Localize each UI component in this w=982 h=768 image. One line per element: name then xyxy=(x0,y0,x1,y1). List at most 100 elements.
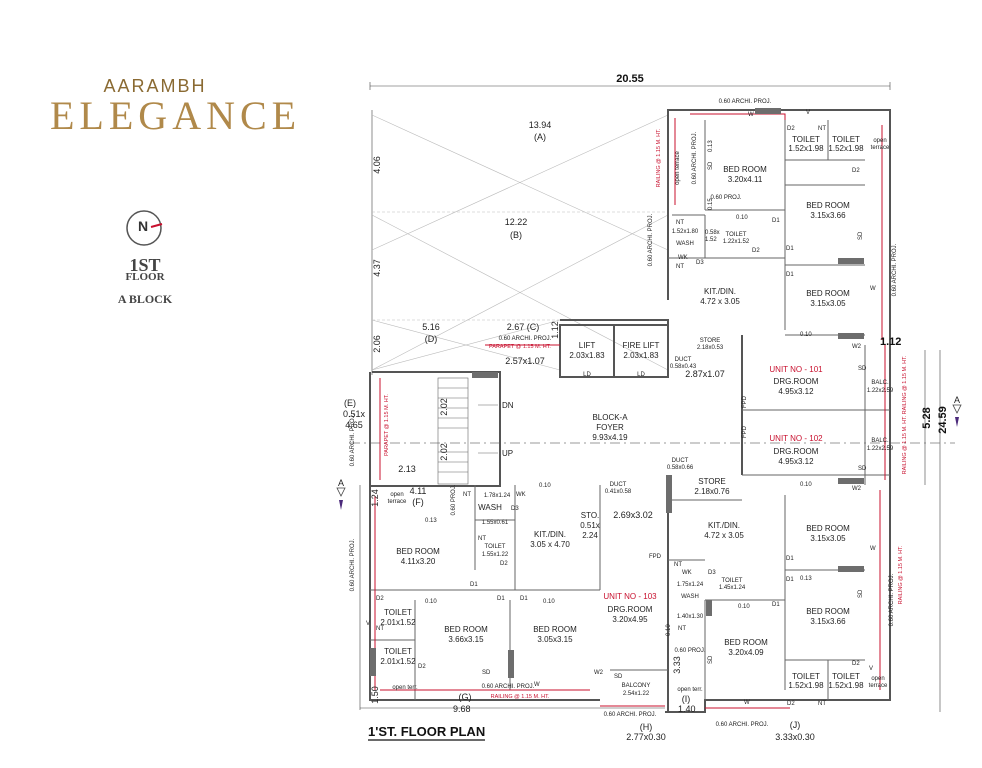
e-label: (E) xyxy=(344,398,356,408)
brand-line-1: AARAMBH xyxy=(103,76,207,96)
u103-bed2-name: BED ROOM xyxy=(444,625,488,634)
u103-balcony-size: 2.54x1.22 xyxy=(623,691,650,697)
u101-wash-name: WASH xyxy=(676,241,694,247)
duct-left-name: DUCT xyxy=(610,482,627,488)
open-d-width: 5.16 xyxy=(422,322,440,332)
section-a-right: A xyxy=(954,395,960,405)
open-d-label: (D) xyxy=(425,334,438,344)
u103-bed2-size: 3.66x3.15 xyxy=(448,635,484,644)
floor-number: 1ST xyxy=(129,255,161,275)
u103-bed1-name: BED ROOM xyxy=(396,547,440,556)
tag-sd-5: SD xyxy=(858,589,864,598)
u103-toilet2-size: 2.01x1.52 xyxy=(380,618,416,627)
u103-drg-name: DRG.ROOM xyxy=(608,605,653,614)
tag-d2-6: D2 xyxy=(500,561,508,567)
tag-d2-5: D2 xyxy=(787,701,795,707)
foyer-line-2: FOYER xyxy=(596,423,624,432)
plan-title: 1'ST. FLOOR PLAN xyxy=(368,724,485,739)
store-mid-size: 2.18x0.76 xyxy=(694,487,730,496)
u101-toilet2-size: 1.52x1.98 xyxy=(828,144,864,153)
i-label: (I) xyxy=(682,694,691,704)
tag-v-1: V xyxy=(806,110,810,116)
tag-d1-8: D1 xyxy=(497,596,505,602)
u102-drg-name: DRG.ROOM xyxy=(774,447,819,456)
tag-w-5: W xyxy=(534,682,540,688)
open-b-label: (B) xyxy=(510,230,522,240)
u102-toilet2-name: TOILET xyxy=(792,672,820,681)
small-013-1: 0.13 xyxy=(708,140,714,152)
tag-w-1: W xyxy=(748,112,754,118)
note-archi-proj-left: 0.60 ARCHI. PROJ. xyxy=(350,538,356,591)
small-152: 1.52 xyxy=(705,237,717,243)
tag-d1-3: D1 xyxy=(786,272,794,278)
section-a-left: A xyxy=(338,478,344,488)
tag-d2-8: D2 xyxy=(418,664,426,670)
u102-toilet3-name: TOILET xyxy=(832,672,860,681)
tag-d1-7: D1 xyxy=(470,582,478,588)
tag-d2-2: D2 xyxy=(852,168,860,174)
tag-d1-6: D1 xyxy=(772,602,780,608)
u103-wash-name: WASH xyxy=(478,503,502,512)
small-058: 0.58x xyxy=(705,230,720,236)
tag-nt-1: NT xyxy=(818,126,826,132)
u102-bed1-size: 3.15x3.05 xyxy=(810,534,846,543)
small-010-8: 0.10 xyxy=(738,604,750,610)
g-label: (G) xyxy=(459,692,472,702)
small-010-4: 0.10 xyxy=(539,483,551,489)
tag-wk-2: WK xyxy=(682,570,692,576)
tag-w2-2: W2 xyxy=(852,486,862,492)
foyer-line-1: BLOCK-A xyxy=(592,413,628,422)
duct-left-size: 0.41x0.58 xyxy=(605,489,632,495)
open-b-width: 12.22 xyxy=(505,217,528,227)
fpd-3: FPD xyxy=(649,554,662,560)
tag-sd-1: SD xyxy=(708,161,714,170)
note-archi-proj-r2: 0.60 ARCHI. PROJ. xyxy=(889,573,895,626)
note-proj-3: 0.60 PROJ. xyxy=(451,484,457,515)
tag-d2-7: D2 xyxy=(376,596,384,602)
small-010-6: 0.10 xyxy=(543,599,555,605)
north-letter: N xyxy=(138,218,149,234)
note-archi-proj-b2: 0.60 ARCHI. PROJ. xyxy=(604,712,657,718)
small-010-7: 0.10 xyxy=(666,624,672,636)
u103-kit-name: KIT./DIN. xyxy=(534,530,566,539)
open-c-height: 1.12 xyxy=(550,321,560,339)
fpd-1: FPD xyxy=(742,395,748,408)
u103-sto-name: STO. xyxy=(581,511,600,520)
tag-w2-3: W2 xyxy=(594,670,604,676)
u101-bed1-name: BED ROOM xyxy=(723,165,767,174)
duct-mid-name: DUCT xyxy=(672,458,689,464)
lobby-287: 2.87x1.07 xyxy=(685,369,725,379)
dim-overall-height: 24.59 xyxy=(937,406,949,434)
u102-wash-name: WASH xyxy=(681,594,699,600)
small-013-3: 0.13 xyxy=(800,576,812,582)
note-open-terrace-3: terrace xyxy=(388,499,407,505)
u102-bed3-name: BED ROOM xyxy=(724,638,768,647)
note-railing-r1: RAILING @ 1.15 M. HT. xyxy=(902,355,908,414)
u103-wash2: 1.55x0.61 xyxy=(482,520,509,526)
stair-up: UP xyxy=(502,449,513,458)
fire-lift-door: LD xyxy=(637,372,645,378)
u103-bed1-size: 4.11x3.20 xyxy=(401,557,436,566)
u103-wash-size: 1.78x1.24 xyxy=(484,493,511,499)
stair-213: 2.13 xyxy=(398,464,416,474)
u103-toilet3-name: TOILET xyxy=(384,647,412,656)
lift-door: LD xyxy=(583,372,591,378)
stair-202b: 2.02 xyxy=(439,443,449,461)
store-mid-name: STORE xyxy=(698,477,725,486)
dim-right-top: 1.12 xyxy=(880,336,901,348)
dim-right-mid: 5.28 xyxy=(921,407,933,428)
u101-kit-size: 4.72 x 3.05 xyxy=(700,297,740,306)
f-dim: 4.11 xyxy=(410,486,427,496)
tag-d3-1: D3 xyxy=(696,260,704,266)
dim-left-2: 4.37 xyxy=(372,259,382,277)
note-open-terr-1: open terr. xyxy=(392,685,418,691)
note-archi-proj-b3: 0.60 ARCHI. PROJ. xyxy=(716,722,769,728)
tag-d2-1: D2 xyxy=(787,126,795,132)
note-open-terrace-1: open terrace xyxy=(675,151,681,185)
u101-toilet2-name: TOILET xyxy=(832,135,860,144)
dim-left-3: 2.06 xyxy=(372,335,382,353)
u102-toilet-name: TOILET xyxy=(722,578,743,584)
u101-wash-size: 1.52x1.80 xyxy=(672,229,699,235)
tag-nt-6: NT xyxy=(678,626,686,632)
